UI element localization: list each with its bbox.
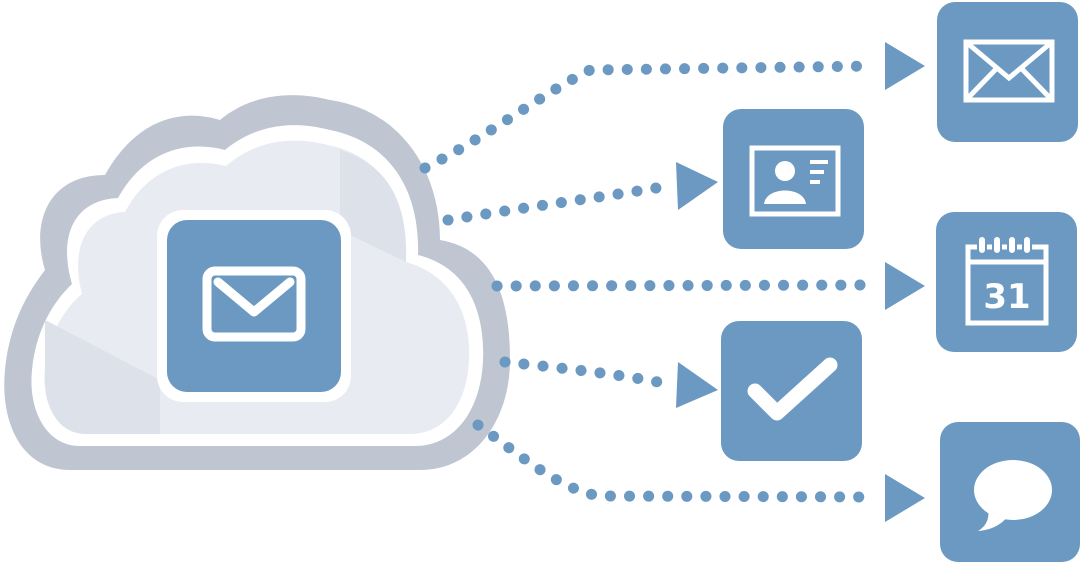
target-messages-tile — [940, 422, 1080, 562]
envelope-icon — [202, 266, 306, 342]
source-tile — [167, 220, 341, 392]
target-tasks-tile — [721, 321, 862, 461]
arrowhead-mail — [885, 42, 925, 90]
connector-contacts — [442, 180, 674, 226]
calendar-icon: 31 — [965, 235, 1049, 326]
connector-messages — [472, 419, 878, 503]
target-calendar-tile: 31 — [936, 212, 1077, 352]
calendar-day-label: 31 — [983, 277, 1030, 317]
cloud-shadow-right — [340, 150, 407, 262]
source-mail-tile — [157, 210, 351, 402]
target-contacts-tile — [723, 109, 864, 249]
connector-tasks — [499, 356, 674, 390]
arrowhead-calendar — [885, 262, 925, 310]
arrowhead-tasks — [676, 362, 718, 408]
checkmark-icon — [747, 357, 838, 421]
arrowhead-contacts — [676, 162, 718, 210]
arrowhead-messages — [885, 474, 925, 522]
connector-calendar — [491, 279, 878, 292]
speech-bubble-icon — [974, 460, 1052, 531]
cloud-shadow — [44, 320, 160, 434]
target-mail-tile — [937, 2, 1078, 142]
cloud — [4, 95, 511, 471]
contact-card-icon — [749, 145, 841, 217]
envelope-icon — [963, 39, 1055, 103]
